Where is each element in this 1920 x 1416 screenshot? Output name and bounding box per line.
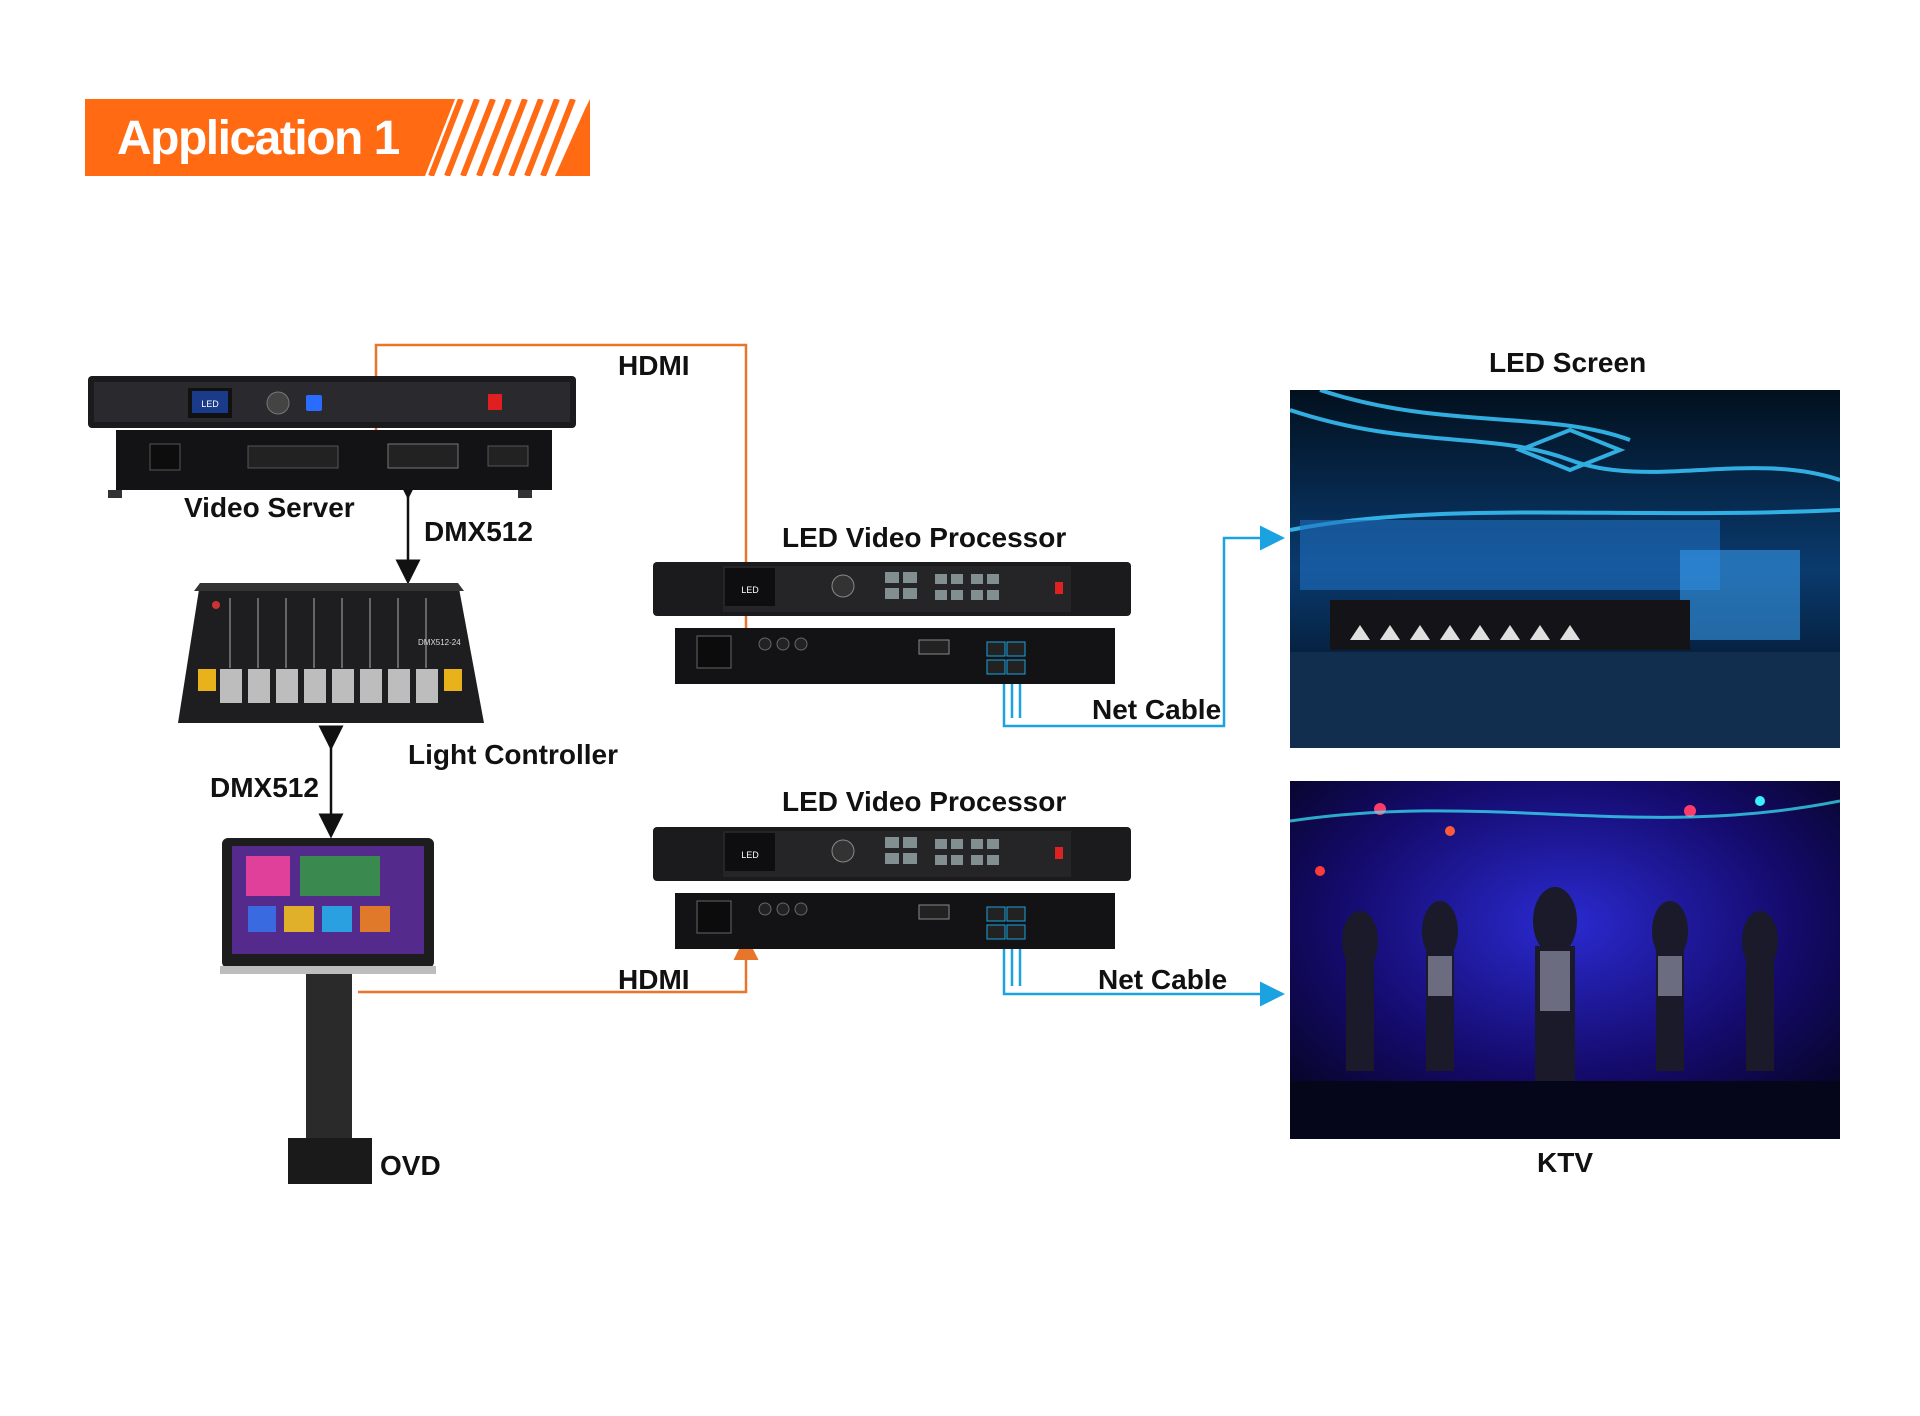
processor-label-bottom: LED Video Processor (782, 786, 1067, 817)
processor-brand-top: LED (741, 585, 759, 595)
hdmi-label-bottom: HDMI (618, 964, 690, 995)
led-screen-photo (1290, 390, 1840, 748)
light-controller-label: Light Controller (408, 739, 618, 770)
controller-model: DMX512-24 (418, 638, 461, 647)
ovd-label: OVD (380, 1150, 441, 1181)
led-screen-label: LED Screen (1489, 347, 1647, 378)
video-server-label: Video Server (184, 492, 355, 523)
led-video-processor-bottom: LED (653, 825, 1133, 955)
server-brand: LED (201, 399, 219, 409)
hdmi-label-top: HDMI (618, 350, 690, 381)
title-banner: Application 1 (85, 97, 590, 178)
net-cable-label-bottom: Net Cable (1098, 964, 1228, 995)
hdmi-cable-bottom (358, 935, 759, 994)
banner-title: Application 1 (117, 112, 400, 165)
processor-label-top: LED Video Processor (782, 522, 1067, 553)
light-controller-device: DMX512-24 (178, 583, 488, 728)
processor-brand-bottom: LED (741, 850, 759, 860)
ktv-label: KTV (1537, 1147, 1593, 1178)
dmx512-label-bottom: DMX512 (210, 772, 319, 803)
ktv-photo (1290, 781, 1840, 1139)
ovd-device (220, 838, 440, 1188)
net-cable-label-top: Net Cable (1092, 694, 1222, 725)
video-server-device: LED (88, 374, 578, 504)
dmx512-label-top: DMX512 (424, 516, 533, 547)
led-video-processor-top: LED (653, 560, 1133, 690)
banner-background (85, 97, 590, 178)
